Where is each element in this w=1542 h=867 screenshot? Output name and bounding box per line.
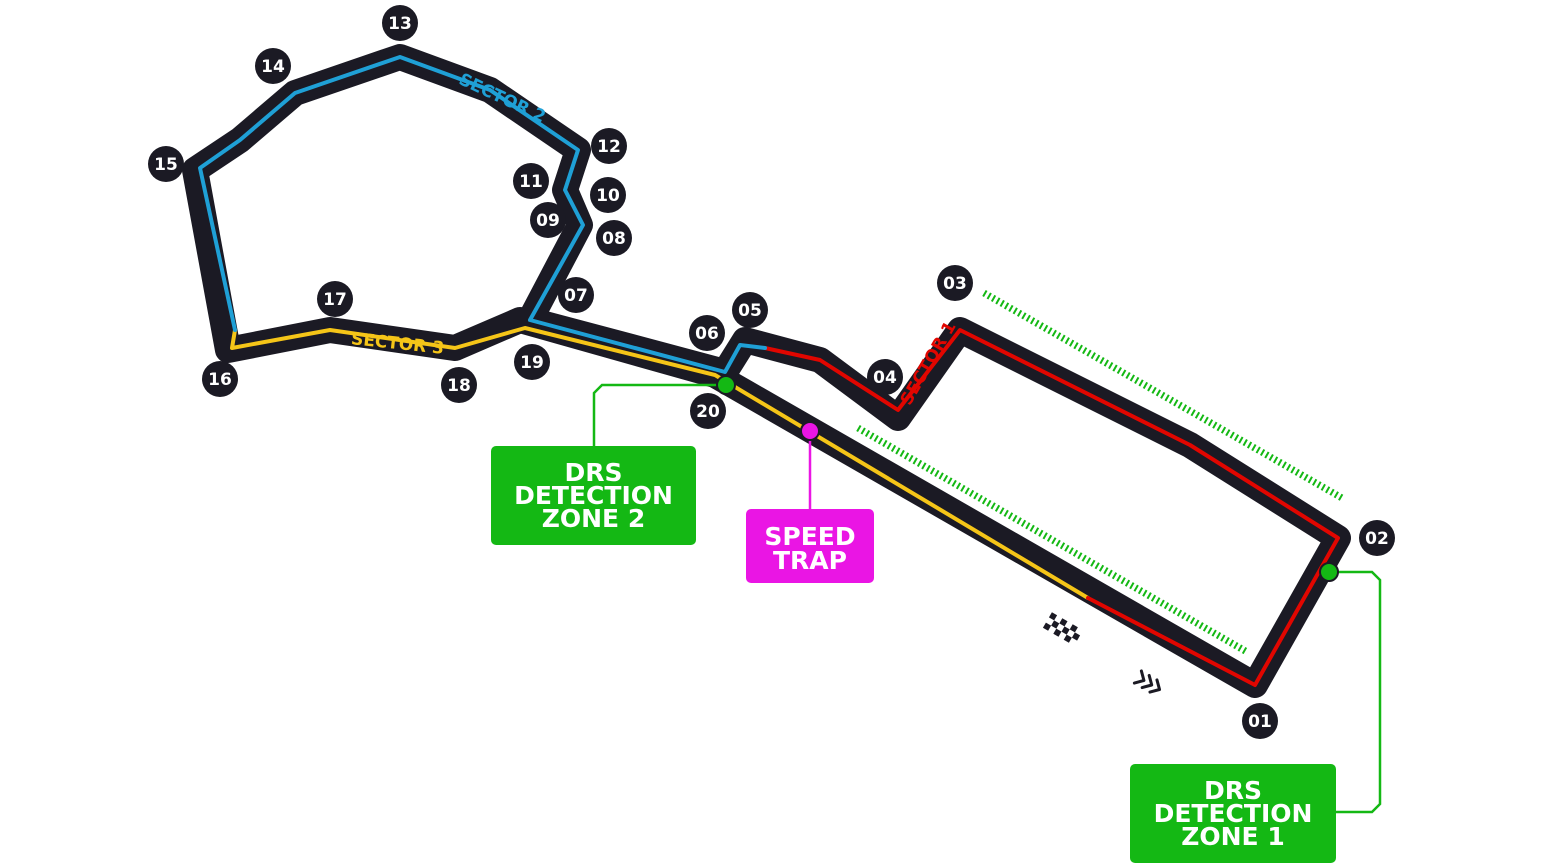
drs1-line-2: DETECTION	[1154, 799, 1313, 828]
svg-text:05: 05	[738, 301, 762, 321]
speed-trap-point	[800, 421, 820, 441]
svg-text:14: 14	[261, 57, 285, 77]
svg-text:19: 19	[520, 353, 544, 373]
drs-detection-point-2	[716, 375, 736, 395]
turn-09: 09	[530, 202, 566, 238]
sector-2-label: SECTOR 2	[456, 70, 549, 128]
drs-zone-back-straight	[982, 289, 1344, 502]
turn-01: 01	[1242, 703, 1278, 739]
drs-detection-zone-2-leader	[592, 383, 726, 447]
turn-12: 12	[591, 128, 627, 164]
speed-trap-box: SPEED TRAP	[746, 509, 874, 583]
svg-text:02: 02	[1365, 529, 1389, 549]
turn-05: 05	[732, 292, 768, 328]
svg-text:08: 08	[602, 229, 626, 249]
drs-detection-zone-2-box: DRS DETECTION ZONE 2	[491, 446, 696, 545]
drs-detection-zone-1-leader	[1329, 570, 1382, 814]
turn-08: 08	[596, 220, 632, 256]
turn-11: 11	[513, 163, 549, 199]
speed-trap-line-1: SPEED	[764, 522, 855, 551]
turn-07: 07	[558, 277, 594, 313]
turn-18: 18	[441, 367, 477, 403]
turn-17: 17	[317, 281, 353, 317]
sector-2-line	[198, 55, 767, 374]
turn-04: 04	[867, 359, 903, 395]
svg-text:04: 04	[873, 368, 897, 388]
svg-text:01: 01	[1248, 712, 1272, 732]
drs-detection-point-1	[1319, 562, 1339, 582]
sector-3-line	[230, 326, 1090, 600]
turn-19: 19	[514, 344, 550, 380]
svg-text:12: 12	[597, 137, 621, 157]
speed-trap-line-2: TRAP	[773, 546, 847, 575]
drs2-line-3: ZONE 2	[542, 504, 645, 533]
svg-text:18: 18	[447, 376, 471, 396]
turn-03: 03	[937, 265, 973, 301]
svg-text:11: 11	[519, 172, 543, 192]
sector-1-line	[763, 328, 1340, 687]
svg-text:09: 09	[536, 211, 560, 231]
turn-markers: 01 02 03 04 05 06 07 08 09 10 11 12 13 1…	[148, 5, 1395, 739]
svg-text:15: 15	[154, 155, 178, 175]
svg-text:03: 03	[943, 274, 967, 294]
svg-text:20: 20	[696, 402, 720, 422]
drs1-line-3: ZONE 1	[1181, 822, 1284, 851]
svg-text:10: 10	[596, 186, 620, 206]
checkered-flag-icon	[1042, 612, 1081, 643]
drs1-line-1: DRS	[1204, 776, 1262, 805]
turn-16: 16	[202, 361, 238, 397]
turn-13: 13	[382, 5, 418, 41]
drs-detection-zone-1-box: DRS DETECTION ZONE 1	[1130, 764, 1336, 863]
track-outline	[182, 44, 1351, 698]
drs2-line-2: DETECTION	[514, 481, 673, 510]
svg-text:06: 06	[695, 324, 719, 344]
direction-chevrons-icon	[1132, 669, 1162, 694]
turn-20: 20	[690, 393, 726, 429]
svg-text:17: 17	[323, 290, 347, 310]
svg-text:07: 07	[564, 286, 588, 306]
turn-10: 10	[590, 177, 626, 213]
drs2-line-1: DRS	[564, 458, 622, 487]
turn-14: 14	[255, 48, 291, 84]
turn-02: 02	[1359, 520, 1395, 556]
svg-text:16: 16	[208, 370, 232, 390]
turn-15: 15	[148, 146, 184, 182]
turn-06: 06	[689, 315, 725, 351]
svg-text:13: 13	[388, 14, 412, 34]
